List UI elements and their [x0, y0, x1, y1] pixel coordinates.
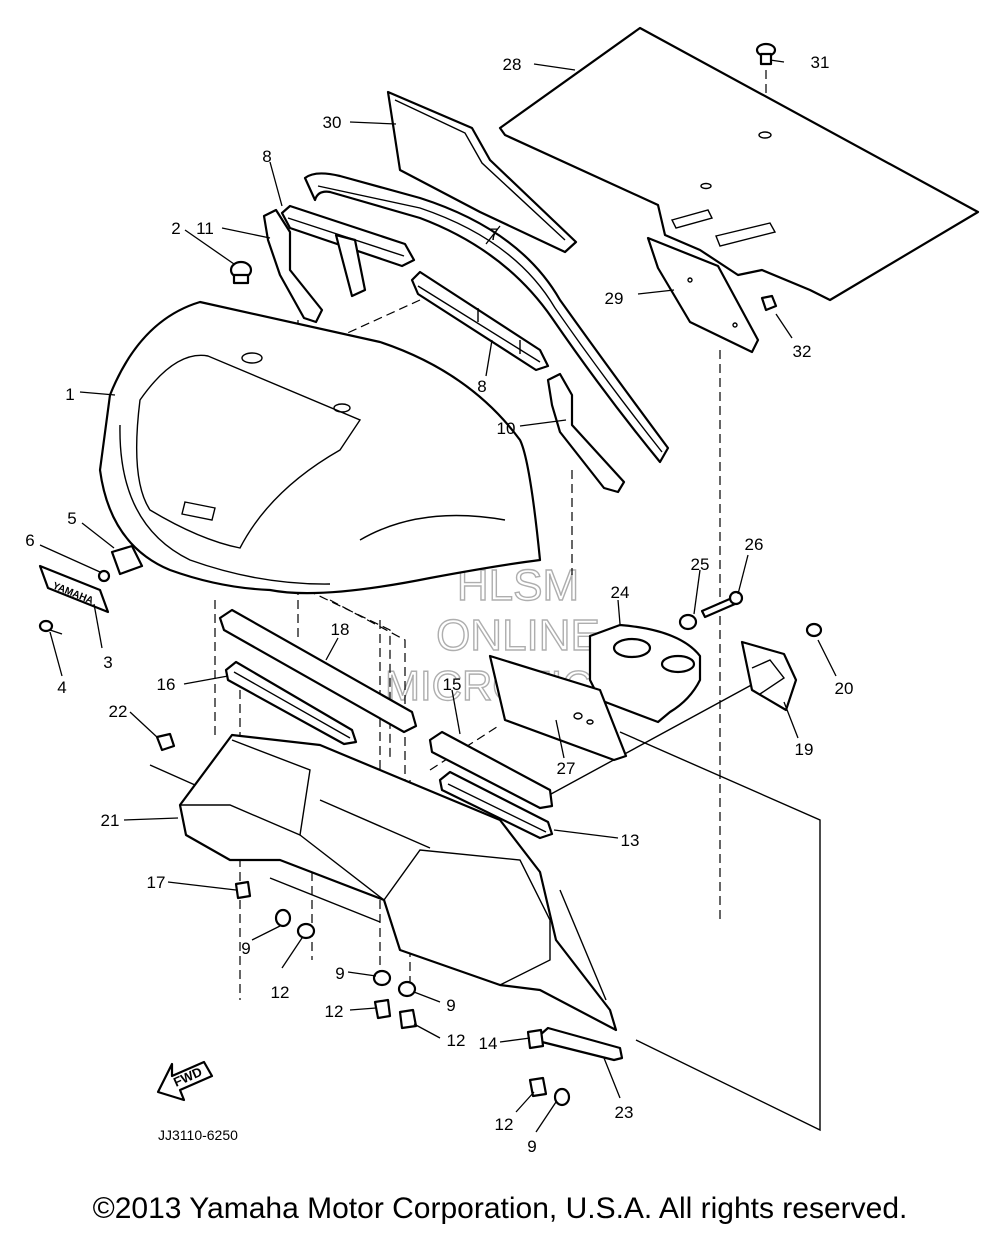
callout-12-c: 12: [447, 1031, 466, 1050]
part-17-nut: [234, 880, 252, 900]
part-12-nut-b: [373, 998, 392, 1020]
leader-lines: [39, 59, 837, 1133]
part-8-hinge-rail-lower: [410, 270, 550, 372]
callout-14: 14: [479, 1034, 498, 1053]
part-21-lower-body: [178, 733, 618, 1032]
callout-25: 25: [691, 555, 710, 574]
part-15-trim-strip: [428, 730, 554, 810]
part-12-nut-d: [528, 1076, 548, 1098]
callout-12-b: 12: [325, 1002, 344, 1021]
part-19-bracket: [740, 640, 798, 712]
part-14-nut: [526, 1028, 545, 1050]
fasteners: [234, 880, 571, 1107]
callout-6: 6: [25, 531, 34, 550]
callout-31: 31: [811, 53, 830, 72]
part-4-screw: [38, 619, 63, 635]
part-8-hinge-rail-upper: [280, 204, 416, 298]
callout-9-b: 9: [335, 964, 344, 983]
callout-17: 17: [147, 873, 166, 892]
part-28-top-panel: [498, 26, 980, 302]
callout-3: 3: [103, 653, 112, 672]
callout-10: 10: [497, 419, 516, 438]
part-32-grommet: [760, 294, 778, 312]
part-22-grommet: [155, 732, 176, 752]
part-23-rail: [538, 1026, 624, 1062]
callout-30: 30: [323, 113, 342, 132]
callout-8-lower: 8: [477, 377, 486, 396]
part-16-trim-strip: [224, 660, 358, 746]
callout-28: 28: [503, 55, 522, 74]
callout-8-upper: 8: [262, 147, 271, 166]
part-25-washer: [678, 613, 698, 631]
callout-23: 23: [615, 1103, 634, 1122]
part-9-washer-c: [397, 980, 417, 998]
callout-1: 1: [65, 385, 74, 404]
part-2-cap: [229, 260, 253, 285]
part-27-panel: [488, 654, 628, 762]
part-12-nut-c: [398, 1008, 418, 1030]
callout-16: 16: [157, 675, 176, 694]
part-9-washer-b: [372, 969, 392, 987]
callout-9-d: 9: [527, 1137, 536, 1156]
callout-29: 29: [605, 289, 624, 308]
callout-26: 26: [745, 535, 764, 554]
part-30-upper-plate: [386, 90, 578, 254]
watermark-line-2: ONLINE: [436, 611, 600, 660]
part-12-nut-a: [296, 922, 316, 940]
part-11-bracket: [262, 208, 324, 324]
callout-12-a: 12: [271, 983, 290, 1002]
part-10-bracket: [546, 372, 626, 494]
callout-22: 22: [109, 702, 128, 721]
copyright-notice: ©2013 Yamaha Motor Corporation, U.S.A. A…: [92, 1192, 908, 1225]
part-18-trim-strip: [218, 608, 418, 734]
callout-15: 15: [443, 675, 462, 694]
callout-18: 18: [331, 620, 350, 639]
part-9-washer-d: [553, 1087, 571, 1107]
part-29-lower-plate: [646, 236, 760, 354]
part-1-main-cover: [98, 300, 542, 595]
callout-11: 11: [196, 219, 214, 238]
part-9-washer-a: [274, 908, 292, 928]
part-20-nut: [805, 622, 823, 638]
callout-labels: 28 31 30 8 7 11 2 29 32 8 1 10 5 6 3 4 2…: [25, 53, 853, 1156]
callout-9-c: 9: [446, 996, 455, 1015]
callout-27: 27: [557, 759, 576, 778]
callout-24: 24: [611, 583, 630, 602]
diagram-code: JJ3110-6250: [158, 1127, 238, 1143]
part-3-emblem: YAMAHA: [38, 564, 110, 614]
part-7-seal-strip: [303, 172, 670, 464]
forward-direction-arrow: FWD: [156, 1060, 214, 1102]
callout-4: 4: [57, 678, 66, 697]
part-31-clip: [755, 42, 777, 66]
callout-2: 2: [171, 219, 180, 238]
callout-7: 7: [489, 225, 498, 244]
part-6-screw: [97, 569, 111, 583]
part-24-cup-holder: [588, 623, 702, 724]
callout-20: 20: [835, 679, 854, 698]
callout-13: 13: [621, 831, 640, 850]
part-5-latch: [110, 544, 144, 576]
callout-5: 5: [67, 509, 76, 528]
part-26-bolt: [700, 590, 744, 619]
callout-19: 19: [795, 740, 814, 759]
callout-12-d: 12: [495, 1115, 514, 1134]
callout-32: 32: [793, 342, 812, 361]
callout-9-a: 9: [241, 939, 250, 958]
callout-21: 21: [101, 811, 120, 830]
part-13-trim-strip: [438, 770, 554, 840]
